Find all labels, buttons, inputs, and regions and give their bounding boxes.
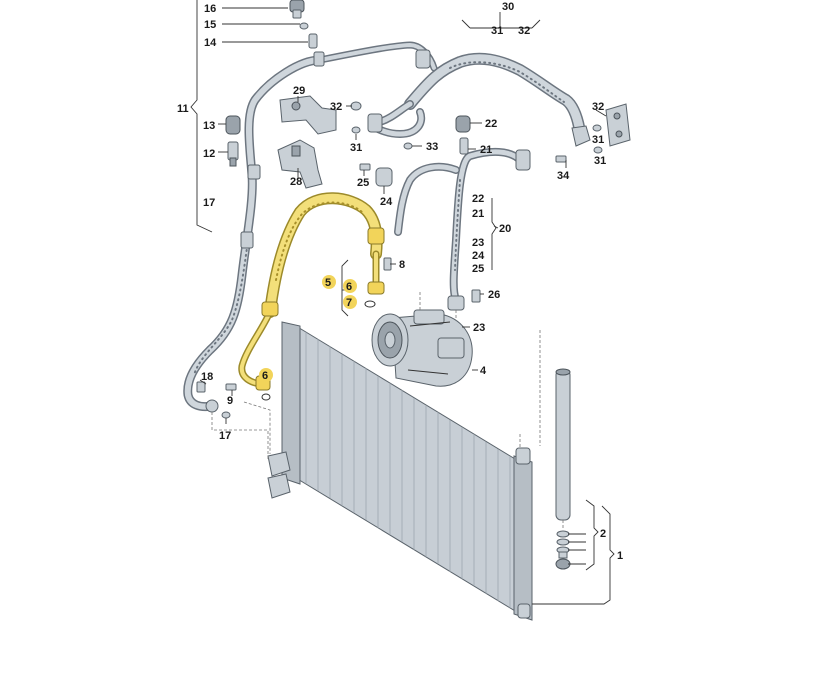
bolt-34[interactable]	[555, 155, 567, 163]
seal-15[interactable]	[299, 22, 309, 30]
hose-30-block-fitting	[367, 113, 383, 133]
callout-6-upper: 6	[346, 281, 352, 293]
callout-21-upper: 21	[480, 144, 492, 156]
seal-ring-31b[interactable]	[592, 124, 602, 132]
callout-24-group: 24	[472, 250, 485, 262]
callout-20: 20	[499, 223, 511, 235]
callout-18: 18	[201, 371, 213, 383]
callout-34: 34	[557, 170, 570, 182]
callout-15: 15	[204, 19, 216, 31]
callouts: 16 15 14 11 13 12 17 29 28 30 31 32 32 3…	[177, 1, 623, 562]
compressor-4[interactable]	[371, 309, 473, 387]
bolt-8[interactable]	[383, 257, 392, 271]
callout-32-left: 32	[330, 101, 342, 113]
callout-32-right: 32	[592, 101, 604, 113]
seal-ring-6b[interactable]	[261, 393, 271, 401]
hose-11[interactable]	[183, 41, 438, 413]
hose-11-clip-upper	[247, 164, 261, 180]
seal-ring-33[interactable]	[403, 142, 413, 150]
hose-20[interactable]	[394, 147, 531, 311]
sensor-12[interactable]	[227, 141, 239, 167]
callout-28: 28	[290, 176, 302, 188]
callout-7-highlight	[343, 295, 357, 309]
hose-5-highlighted[interactable]	[238, 192, 385, 391]
callout-5-highlight	[322, 275, 336, 289]
sensor-21[interactable]	[459, 137, 469, 155]
callout-13: 13	[203, 120, 215, 132]
bracket-29[interactable]	[279, 95, 337, 135]
drier-cartridge-2[interactable]	[555, 368, 571, 521]
callout-12: 12	[203, 148, 215, 160]
valve-core-14[interactable]	[308, 33, 318, 49]
callout-23-group: 23	[472, 237, 484, 249]
cap-13[interactable]	[225, 115, 241, 135]
condenser-1[interactable]	[267, 321, 533, 621]
callout-31-right-a: 31	[592, 134, 604, 146]
callout-23-lower: 23	[473, 322, 485, 334]
callout-9: 9	[227, 395, 233, 407]
seal-ring-32a[interactable]	[350, 101, 362, 111]
callout-5: 5	[325, 277, 331, 289]
callout-31-top: 31	[491, 25, 503, 37]
hose-5-crimp	[367, 227, 385, 245]
brace-11	[190, 0, 213, 233]
bolt-26[interactable]	[471, 289, 481, 303]
callout-21-group: 21	[472, 208, 484, 220]
hose-11-clip	[240, 231, 254, 249]
bolt-9[interactable]	[225, 383, 237, 391]
callout-4: 4	[480, 365, 487, 377]
callout-16: 16	[204, 3, 216, 15]
hose-5-sleeve	[261, 301, 279, 317]
callout-17-lower: 17	[219, 430, 231, 442]
callout-32-top: 32	[518, 25, 530, 37]
leader-lines	[199, 7, 615, 605]
callout-31-right-b: 31	[594, 155, 606, 167]
callout-8: 8	[399, 259, 405, 271]
callout-25-group: 25	[472, 263, 484, 275]
hose-30[interactable]	[367, 52, 591, 147]
callout-14: 14	[204, 37, 217, 49]
bolt-25[interactable]	[359, 163, 371, 171]
callout-33: 33	[426, 141, 438, 153]
assembly-lines	[211, 292, 564, 530]
callout-22-upper: 22	[485, 118, 497, 130]
hose-30-end-fitting	[571, 125, 591, 147]
seal-ring-7[interactable]	[364, 300, 376, 308]
callout-6-lower-highlight	[259, 368, 273, 382]
callout-6-upper-highlight	[343, 279, 357, 293]
flange-plate-32[interactable]	[605, 103, 631, 147]
callout-11: 11	[177, 103, 189, 115]
callout-30: 30	[502, 1, 514, 13]
callout-6-lower: 6	[262, 370, 268, 382]
hose-20-bottom-fitting	[447, 295, 465, 311]
bracket-28[interactable]	[277, 139, 323, 189]
callout-1: 1	[617, 550, 623, 562]
callout-26: 26	[488, 289, 500, 301]
seal-ring-31a[interactable]	[351, 126, 361, 134]
callout-24-upper: 24	[380, 196, 393, 208]
callout-17-upper: 17	[203, 197, 215, 209]
hose-20-end-fitting	[515, 149, 531, 171]
cap-22[interactable]	[455, 115, 471, 133]
cap-24[interactable]	[375, 167, 393, 187]
hose-11-mid-fitting	[313, 51, 325, 67]
drier-seals[interactable]	[555, 530, 571, 570]
hose-11-end-fitting	[415, 49, 431, 69]
callout-7: 7	[346, 297, 352, 309]
seal-ring-31c[interactable]	[593, 146, 603, 154]
hose-11-flange	[205, 399, 219, 413]
hose-5-upper-fitting	[367, 281, 385, 295]
bolt-18[interactable]	[196, 381, 206, 393]
seal-ring-17b[interactable]	[221, 411, 231, 419]
callout-29: 29	[293, 85, 305, 97]
callout-25-upper: 25	[357, 177, 369, 189]
callout-31-left: 31	[350, 142, 362, 154]
callout-22-group: 22	[472, 193, 484, 205]
valve-cap-16[interactable]	[289, 0, 305, 19]
callout-2: 2	[600, 528, 606, 540]
